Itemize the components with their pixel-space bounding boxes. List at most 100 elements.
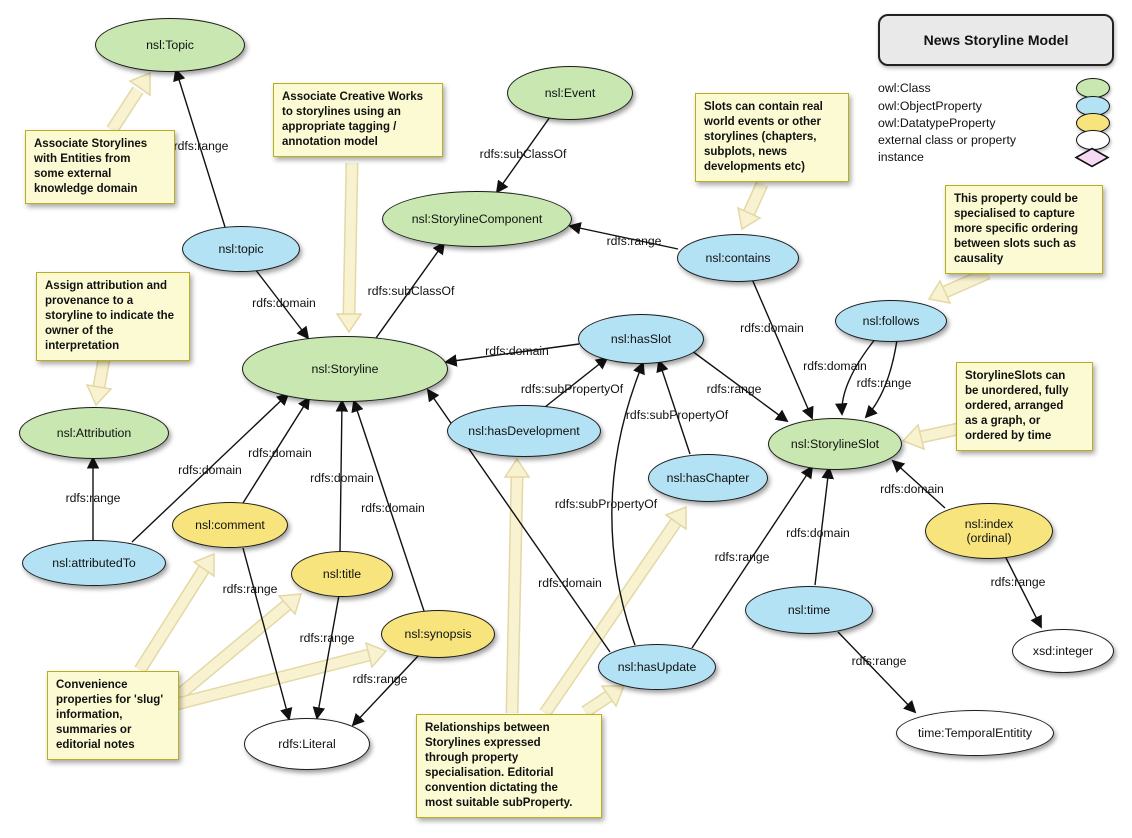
edge-topic-range — [173, 68, 226, 228]
legend-item-label: external class or property — [878, 133, 1017, 147]
edge-label: rdfs:range — [352, 672, 408, 686]
node-nsl-follows: nsl:follows — [835, 300, 947, 342]
edge-label: rdfs:domain — [740, 321, 804, 335]
edge-hasupdate-subpropertyof — [611, 361, 645, 646]
edge-label: rdfs:domain — [786, 526, 850, 540]
legend-item-external: external class or property — [878, 130, 1110, 150]
block-arrow-note0-topic — [106, 71, 151, 134]
block-arrow-note2-contains — [736, 181, 768, 231]
edge-label: rdfs:subPropertyOf — [625, 408, 729, 422]
edge-label: rdfs:domain — [361, 501, 425, 515]
edge-title-domain — [335, 399, 349, 552]
edge-topic-domain — [254, 268, 310, 340]
edge-label: rdfs:subClassOf — [367, 284, 455, 298]
node-nsl-haschapter: nsl:hasChapter — [648, 454, 768, 502]
edge-follows-domain — [835, 337, 877, 416]
edge-label: rdfs:domain — [178, 463, 242, 477]
edge-comment-range — [242, 547, 293, 721]
block-arrow-note6-synopsis — [171, 641, 388, 712]
edge-label: rdfs:range — [299, 631, 355, 645]
relation-edges — [86, 68, 1042, 727]
edge-comment-domain — [242, 396, 311, 504]
block-arrow-note4-storylineslot — [901, 422, 960, 451]
edge-label: rdfs:domain — [485, 344, 549, 358]
annotation-note: Assign attribution and provenance to a s… — [36, 272, 190, 361]
legend-item-instance: instance — [878, 147, 1110, 167]
edge-label: rdfs:domain — [803, 359, 867, 373]
class-swatch-icon — [1076, 78, 1110, 98]
node-nsl-storylinecomponent: nsl:StorylineComponent — [382, 191, 572, 247]
block-arrow-note3-follows — [927, 267, 991, 305]
edge-index-range — [1004, 555, 1042, 629]
edge-haschapter-subpropertyof — [656, 359, 691, 455]
node-nsl-event: nsl:Event — [507, 66, 633, 120]
legend-item-label: owl:DatatypeProperty — [878, 116, 996, 130]
edge-storyline-subclassof — [375, 241, 446, 339]
edge-index-domain — [891, 459, 946, 509]
edge-synopsis-range — [351, 654, 420, 727]
node-nsl-synopsis: nsl:synopsis — [381, 610, 495, 658]
edge-time-range — [837, 631, 917, 714]
block-arrow-note7-haschapter — [539, 505, 687, 717]
node-nsl-storylineslot: nsl:StorylineSlot — [768, 418, 902, 470]
instance-diamond-icon — [1074, 147, 1110, 167]
node-nsl-hasslot: nsl:hasSlot — [578, 314, 704, 364]
edge-event-subclassof — [495, 116, 551, 194]
edge-label: rdfs:subPropertyOf — [520, 382, 624, 396]
edge-label: rdfs:range — [706, 382, 762, 396]
edge-label: rdfs:range — [851, 654, 907, 668]
annotation-note: StorylineSlots can be unordered, fully o… — [956, 362, 1093, 451]
edge-label: rdfs:range — [173, 139, 229, 153]
edge-follows-range — [864, 339, 898, 419]
block-arrow-note6-title — [168, 593, 303, 705]
node-nsl-title: nsl:title — [291, 551, 393, 597]
edge-label: rdfs:range — [222, 582, 278, 596]
annotation-note: Associate Storylines with Entities from … — [25, 130, 175, 204]
edge-label: rdfs:domain — [310, 471, 374, 485]
edge-label: rdfs:range — [714, 550, 770, 564]
edge-label: rdfs:range — [65, 491, 121, 505]
block-arrow-note1-storyline — [335, 162, 363, 334]
edge-hasdevelopment-subpropertyof — [544, 356, 609, 408]
edge-hasslot-domain — [444, 343, 580, 367]
legend-item-objectproperty: owl:ObjectProperty — [878, 96, 1110, 116]
node-nsl-time: nsl:time — [745, 586, 873, 634]
edge-label: rdfs:range — [856, 376, 912, 390]
edge-label: rdfs:subPropertyOf — [554, 497, 658, 511]
node-nsl-hasupdate: nsl:hasUpdate — [598, 644, 716, 690]
legend-title: News Storyline Model — [923, 32, 1069, 48]
block-arrow-note5-attribution — [85, 357, 113, 407]
node-nsl-index: nsl:index (ordinal) — [925, 503, 1053, 559]
annotation-note: Relationships between Storylines express… — [416, 714, 602, 818]
node-nsl-hasdevelopment: nsl:hasDevelopment — [447, 405, 601, 457]
block-arrow-note7-hasupdate — [581, 685, 626, 718]
node-time-temporalentity: time:TemporalEntitity — [896, 710, 1054, 756]
annotation-note: Associate Creative Works to storylines u… — [273, 83, 443, 157]
legend-title-box: News Storyline Model — [878, 14, 1114, 66]
edge-contains-range — [568, 222, 679, 250]
edge-time-domain — [814, 466, 834, 586]
edge-label: rdfs:subClassOf — [479, 147, 567, 161]
node-nsl-attributedto: nsl:attributedTo — [22, 540, 166, 586]
edge-label: rdfs:range — [606, 234, 662, 248]
node-nsl-attribution: nsl:Attribution — [19, 407, 169, 459]
annotation-note: This property could be specialised to ca… — [945, 185, 1103, 274]
node-rdfs-literal: rdfs:Literal — [244, 718, 370, 770]
node-xsd-integer: xsd:integer — [1012, 629, 1114, 673]
edge-label: rdfs:range — [990, 575, 1046, 589]
edge-synopsis-domain — [351, 399, 425, 612]
node-nsl-contains: nsl:contains — [677, 234, 799, 282]
legend-item-label: owl:Class — [878, 81, 931, 95]
legend-item-label: owl:ObjectProperty — [878, 99, 982, 113]
legend-item-datatypeproperty: owl:DatatypeProperty — [878, 113, 1110, 133]
edge-label: rdfs:domain — [248, 446, 312, 460]
edge-label: rdfs:domain — [252, 296, 316, 310]
node-nsl-topic-class: nsl:Topic — [95, 18, 245, 72]
block-arrow-note7-hasdevelopment — [503, 457, 531, 714]
edge-label: rdfs:domain — [538, 576, 602, 590]
edge-contains-domain — [751, 278, 814, 420]
legend-item-class: owl:Class — [878, 78, 1110, 98]
node-nsl-comment: nsl:comment — [172, 502, 288, 548]
